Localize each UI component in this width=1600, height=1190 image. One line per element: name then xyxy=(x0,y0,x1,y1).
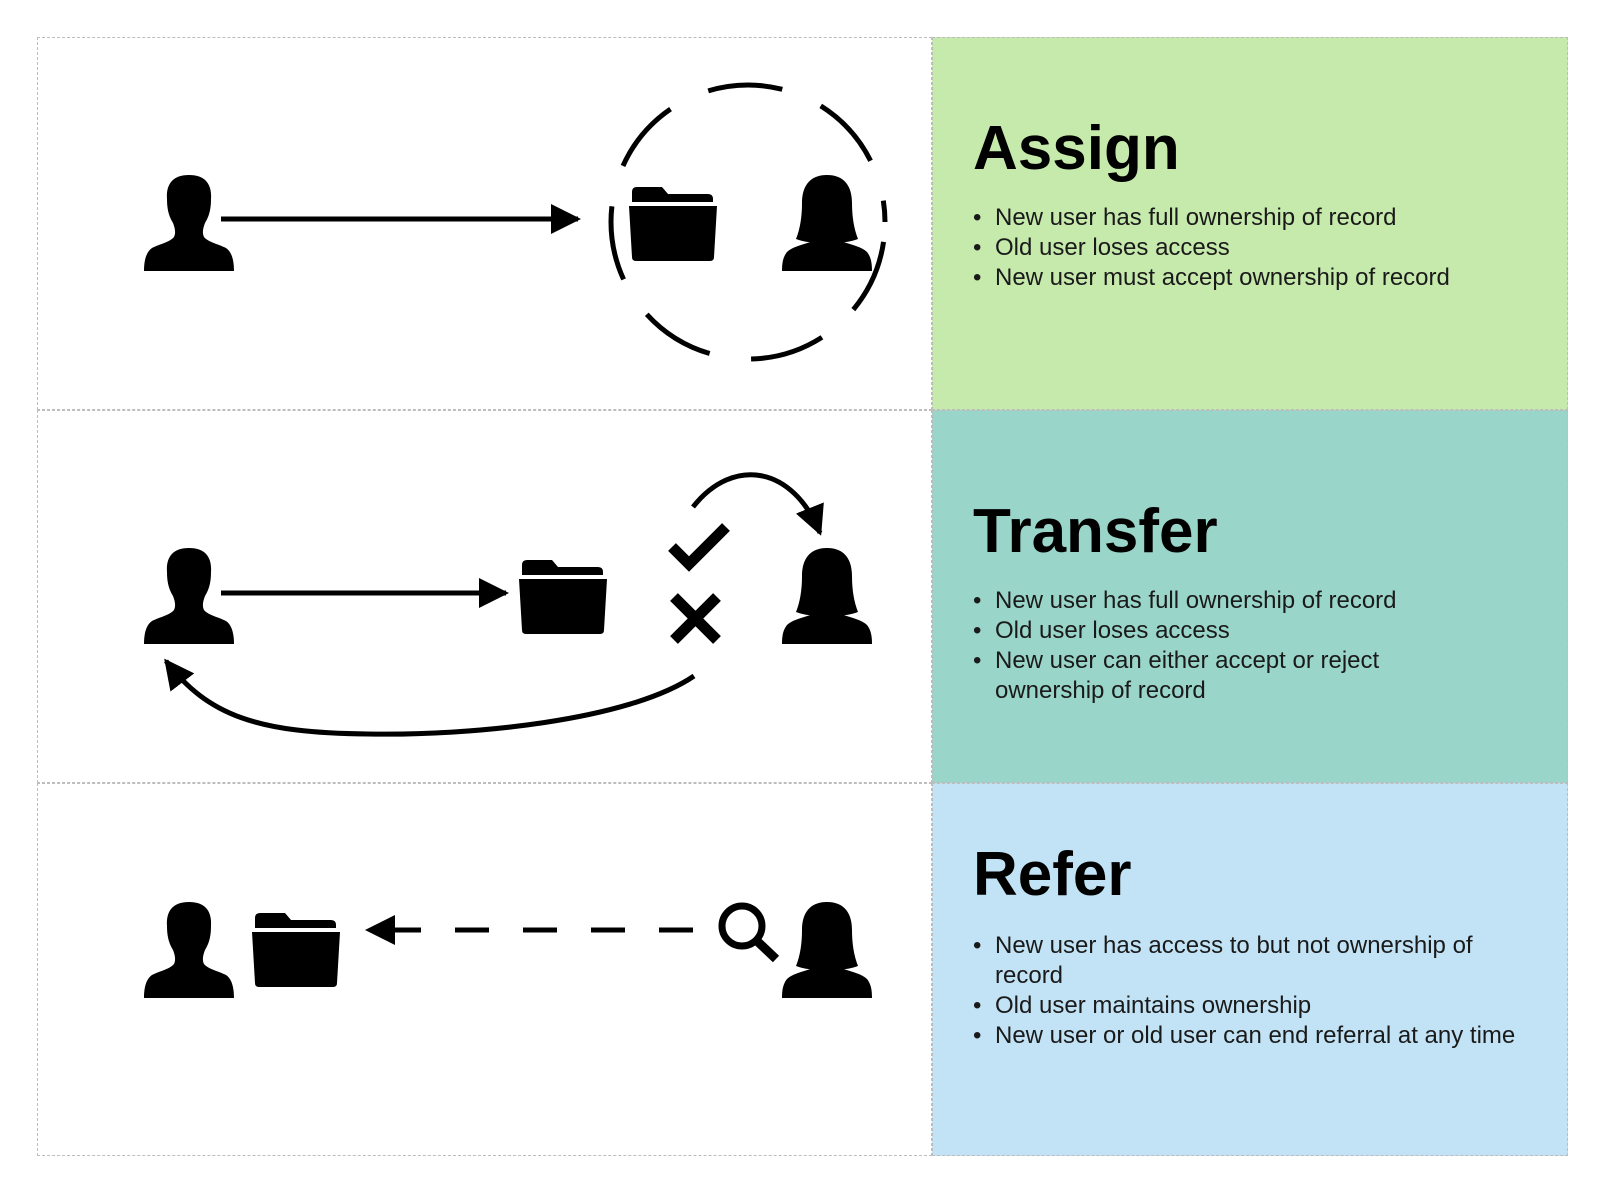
list-item: Old user loses access xyxy=(973,616,1571,646)
male-user-icon xyxy=(144,902,234,998)
checkmark-icon xyxy=(668,523,730,572)
list-item: New user has full ownership of record xyxy=(973,203,1571,233)
list-item: New user or old user can end referral at… xyxy=(973,1021,1571,1051)
female-user-icon xyxy=(782,902,872,998)
list-item: Old user loses access xyxy=(973,233,1571,263)
transfer-title: Transfer xyxy=(973,497,1218,566)
folder-icon xyxy=(252,913,340,987)
return-arrow-icon xyxy=(164,658,696,737)
folder-icon xyxy=(629,187,717,261)
assign-section: Assign New user has full ownership of re… xyxy=(37,37,1568,410)
refer-panel: Refer New user has access to but not own… xyxy=(932,783,1568,1156)
assign-illustration xyxy=(37,37,932,410)
female-user-icon xyxy=(782,548,872,644)
folder-icon xyxy=(519,560,607,634)
list-item: Old user maintains ownership xyxy=(973,991,1571,1021)
refer-title: Refer xyxy=(973,840,1132,909)
assign-title: Assign xyxy=(973,114,1180,183)
x-mark-icon xyxy=(670,593,721,644)
male-user-icon xyxy=(144,548,234,644)
curved-arrow-icon xyxy=(691,472,824,536)
list-item: New user can either accept or reject own… xyxy=(973,646,1415,706)
transfer-panel: Transfer New user has full ownership of … xyxy=(932,410,1568,783)
transfer-bullets: New user has full ownership of record Ol… xyxy=(973,586,1571,706)
female-user-icon xyxy=(782,175,872,271)
list-item: New user has access to but not ownership… xyxy=(973,931,1495,991)
transfer-section: Transfer New user has full ownership of … xyxy=(37,410,1568,783)
male-user-icon xyxy=(144,175,234,271)
transfer-illustration xyxy=(37,410,932,783)
magnifier-icon xyxy=(718,902,780,963)
refer-section: Refer New user has access to but not own… xyxy=(37,783,1568,1156)
list-item: New user has full ownership of record xyxy=(973,586,1571,616)
list-item: New user must accept ownership of record xyxy=(973,263,1571,293)
assign-bullets: New user has full ownership of record Ol… xyxy=(973,203,1571,293)
refer-bullets: New user has access to but not ownership… xyxy=(973,931,1571,1051)
dashed-circle xyxy=(608,82,888,362)
refer-illustration xyxy=(37,783,932,1156)
assign-panel: Assign New user has full ownership of re… xyxy=(932,37,1568,410)
